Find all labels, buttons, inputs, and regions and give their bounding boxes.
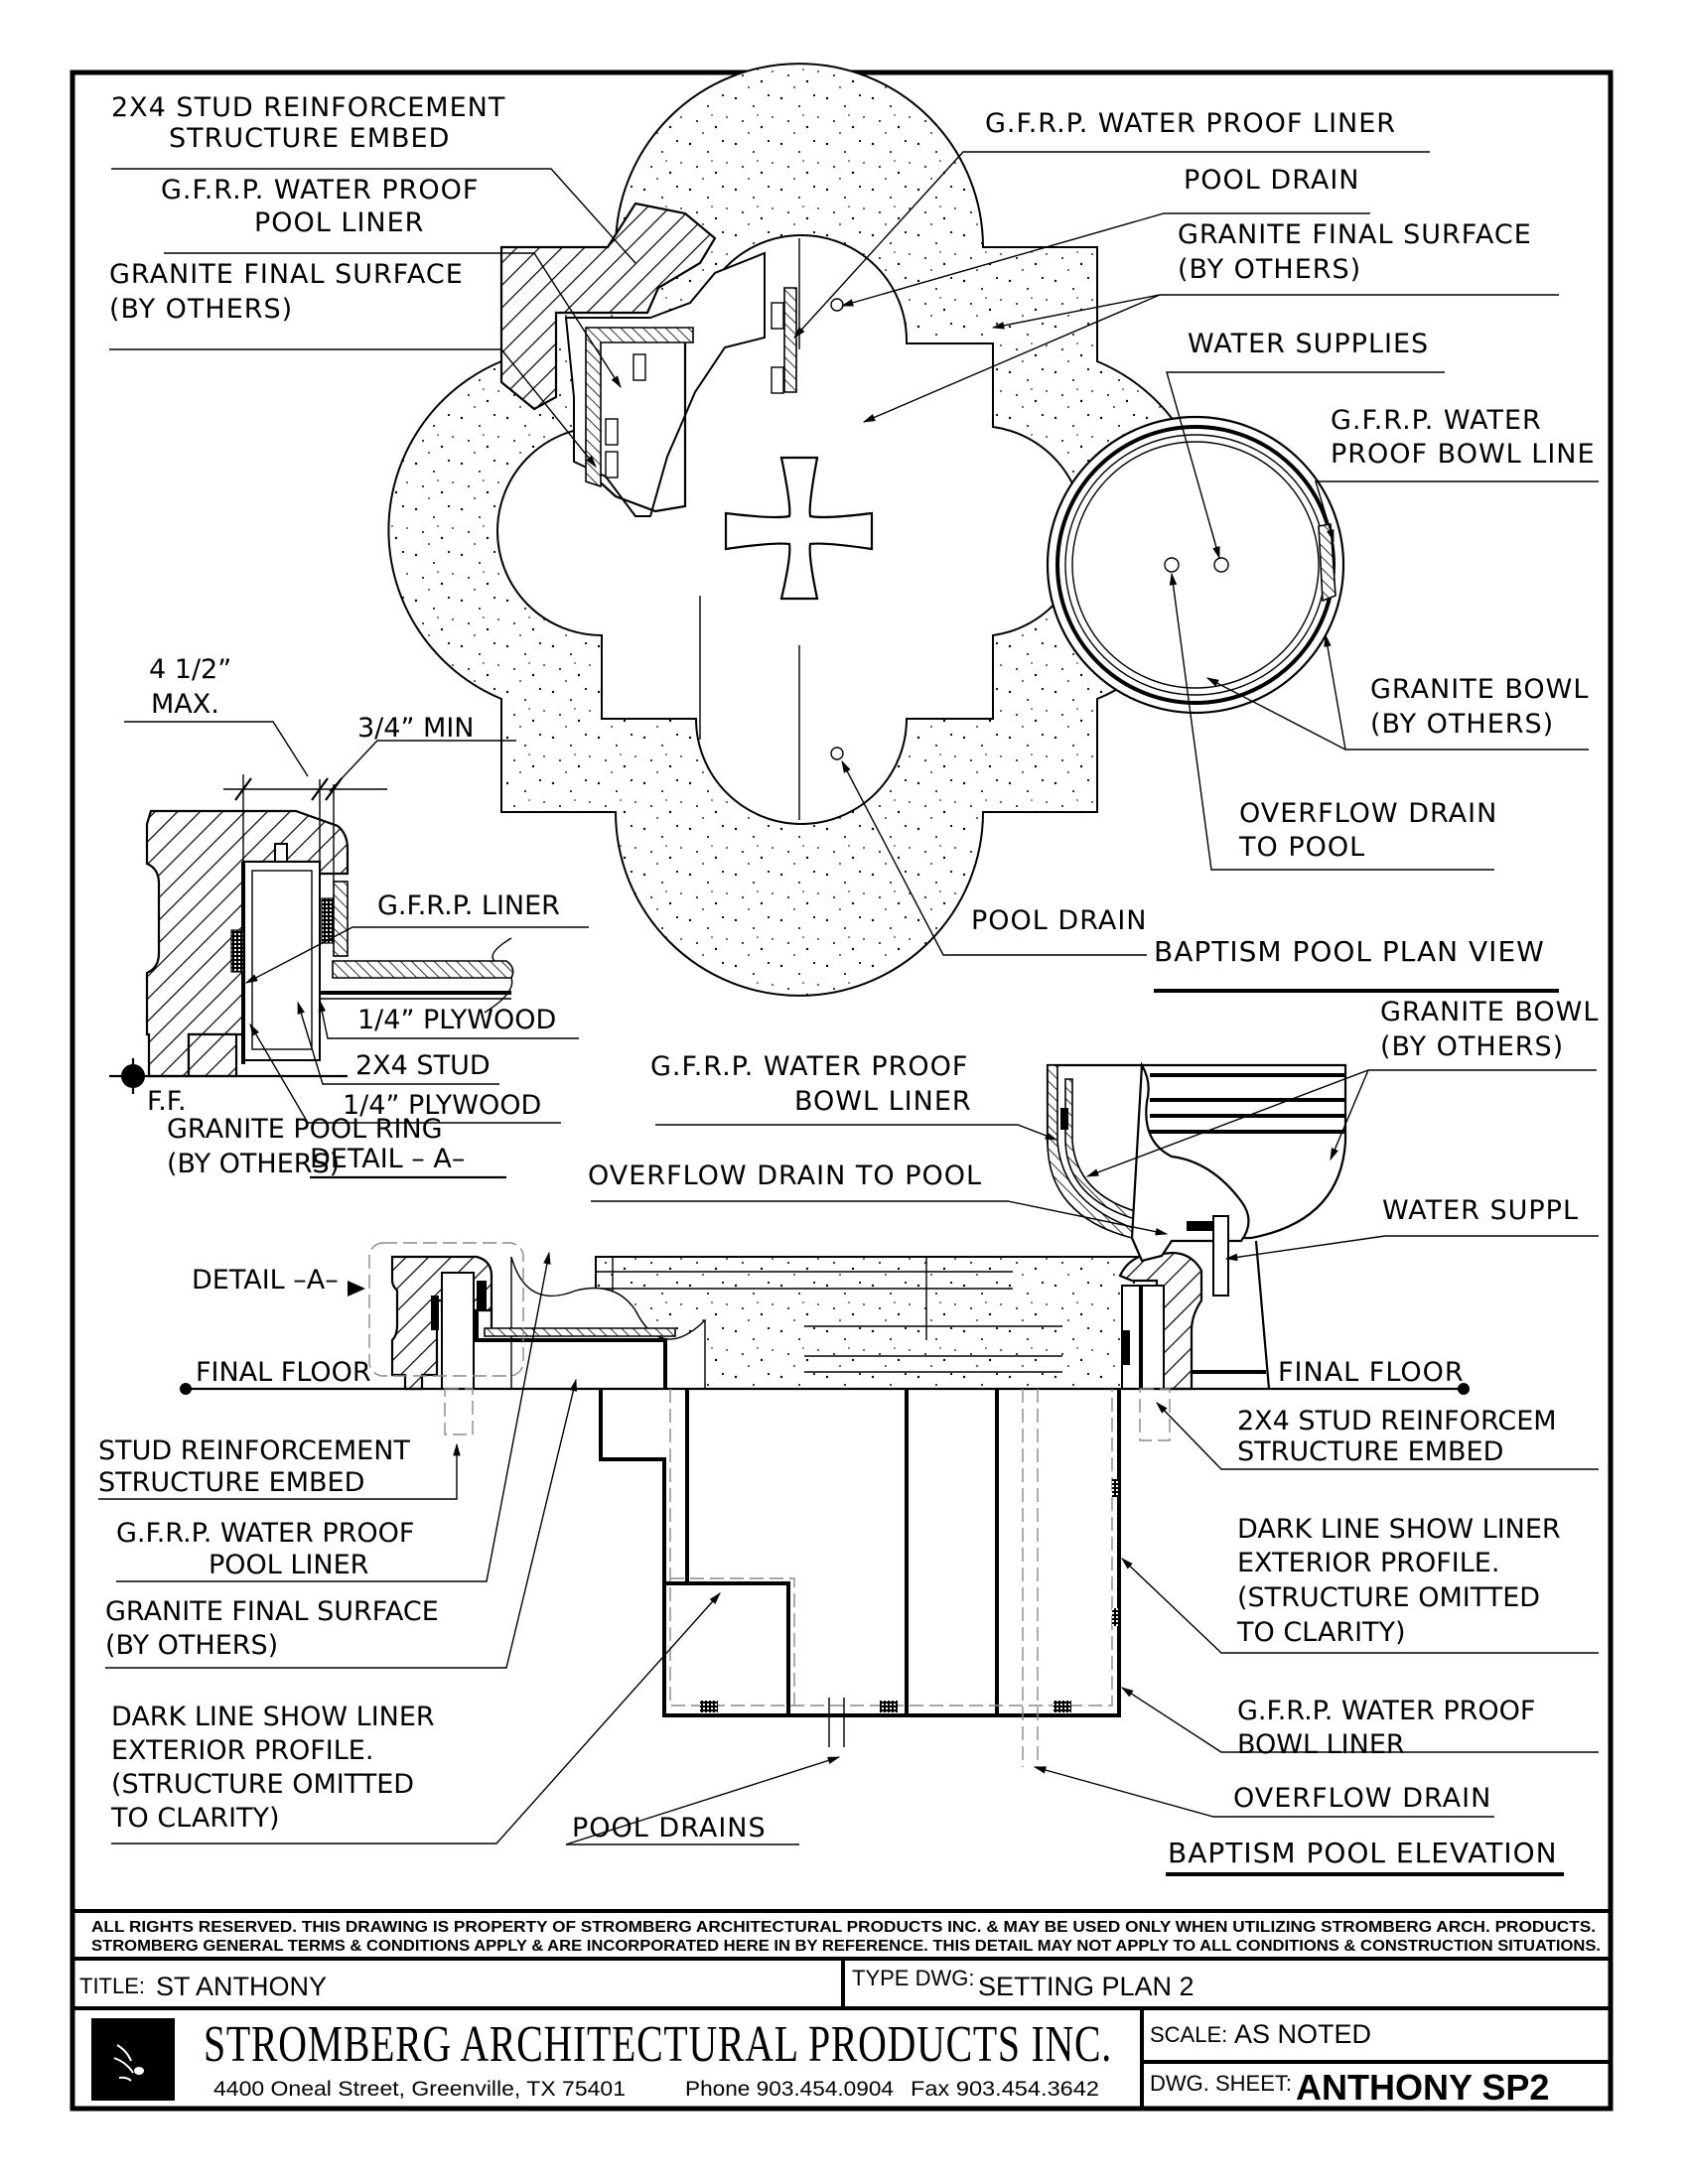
label-pool-liner-2: POOL LINER: [254, 207, 424, 238]
label-granite-left-elev-2: (BY OTHERS): [105, 1630, 278, 1661]
granite-bowl-elevation: [1046, 1061, 1347, 1297]
overflow-drain-icon: [1164, 557, 1180, 573]
label-bowl-liner-2: PROOF BOWL LINE: [1331, 439, 1596, 470]
label-bowl-liner-right-2: BOWL LINER: [1237, 1729, 1405, 1760]
label-granite-ring-1: GRANITE POOL RING: [167, 1114, 443, 1145]
label-pool-liner-left-2: POOL LINER: [209, 1550, 368, 1580]
pool-basin: [444, 1388, 1171, 1767]
label-stud-embed-left-2: STRUCTURE EMBED: [98, 1467, 364, 1498]
label-granite-left-elev-1: GRANITE FINAL SURFACE: [105, 1596, 439, 1627]
scale-label: SCALE:: [1150, 2022, 1227, 2047]
label-pool-drains: POOL DRAINS: [572, 1813, 767, 1843]
label-stud-embed-2: STRUCTURE EMBED: [169, 123, 450, 154]
plan-section-cutaway: [499, 202, 797, 517]
label-bowl-liner-1: G.F.R.P. WATER: [1331, 405, 1542, 436]
cross-icon: [724, 456, 874, 601]
label-final-floor-right: FINAL FLOOR: [1278, 1357, 1465, 1388]
label-granite-right-1: GRANITE FINAL SURFACE: [1178, 219, 1532, 250]
pool-drain-bottom-icon: [830, 747, 844, 760]
label-elev-bowl-liner-1: G.F.R.P. WATER PROOF: [650, 1051, 968, 1082]
label-dark-line-left-3: (STRUCTURE OMITTED: [111, 1769, 414, 1800]
label-plywood-2: 1/4” PLYWOOD: [343, 1090, 541, 1121]
label-bowl-liner-right-1: G.F.R.P. WATER PROOF: [1237, 1696, 1535, 1726]
title-label: TITLE:: [79, 1974, 145, 1998]
type-dwg-value: SETTING PLAN 2: [978, 1972, 1195, 2001]
water-supply-icon: [1213, 557, 1229, 573]
label-max-dim-1: 4 1/2”: [149, 654, 231, 685]
title-value: ST ANTHONY: [156, 1972, 327, 2001]
label-overflow-to-pool: OVERFLOW DRAIN TO POOL: [588, 1160, 982, 1191]
label-granite-right-2: (BY OTHERS): [1178, 254, 1361, 285]
company-phone: Phone 903.454.0904: [685, 2078, 894, 2101]
detail-a-arrow-icon: [348, 1281, 365, 1297]
detail-a-title: DETAIL – A–: [310, 1144, 465, 1174]
label-plywood-1: 1/4” PLYWOOD: [357, 1005, 556, 1035]
label-granite-bowl-1: GRANITE BOWL: [1370, 674, 1589, 705]
label-water-supply: WATER SUPPL: [1382, 1195, 1579, 1226]
label-dark-line-left-1: DARK LINE SHOW LINER: [111, 1702, 435, 1732]
label-ff: F.F.: [147, 1086, 187, 1117]
label-dark-line-left-2: EXTERIOR PROFILE.: [111, 1735, 373, 1766]
label-gfrp-liner: G.F.R.P. LINER: [377, 890, 560, 921]
label-overflow-drain-elev: OVERFLOW DRAIN: [1233, 1783, 1491, 1814]
label-elev-granite-bowl-2: (BY OTHERS): [1380, 1031, 1564, 1062]
label-water-supplies: WATER SUPPLIES: [1188, 329, 1429, 359]
dwg-sheet-label: DWG. SHEET:: [1150, 2071, 1292, 2096]
plan-view: 2X4 STUD REINFORCEMENT STRUCTURE EMBED G…: [109, 63, 1599, 997]
label-dark-line-right-2: EXTERIOR PROFILE.: [1237, 1548, 1499, 1578]
disclaimer-line-1: ALL RIGHTS RESERVED. THIS DRAWING IS PRO…: [91, 1919, 1596, 1936]
label-pool-liner-left-1: G.F.R.P. WATER PROOF: [116, 1518, 414, 1549]
stromberg-logo-icon: [91, 2018, 175, 2101]
final-floor-right-datum-icon: [1458, 1383, 1470, 1395]
label-pool-drain-top: POOL DRAIN: [1184, 165, 1360, 196]
label-stud: 2X4 STUD: [355, 1050, 491, 1081]
label-dark-line-left-4: TO CLARITY): [110, 1803, 280, 1834]
label-max-dim-2: MAX.: [151, 689, 219, 720]
label-overflow-2: TO POOL: [1238, 832, 1365, 863]
company-fax: Fax 903.454.3642: [911, 2078, 1099, 2101]
company-address: 4400 Oneal Street, Greenville, TX 75401: [213, 2078, 626, 2101]
elevation-title: BAPTISM POOL ELEVATION: [1168, 1837, 1558, 1869]
label-granite-ring-2: (BY OTHERS): [167, 1149, 340, 1179]
label-overflow-1: OVERFLOW DRAIN: [1239, 798, 1497, 829]
label-granite-left-2: (BY OTHERS): [109, 294, 293, 325]
label-stud-embed-right-1: 2X4 STUD REINFORCEM: [1237, 1406, 1557, 1436]
elevation-leaders: [98, 1069, 1599, 1845]
granite-bowl-plan: [1046, 415, 1345, 715]
label-elev-bowl-liner-2: BOWL LINER: [794, 1086, 972, 1117]
label-stud-embed-1: 2X4 STUD REINFORCEMENT: [111, 92, 505, 123]
water-supply-pipe: [1212, 1215, 1229, 1297]
label-min-dim: 3/4” MIN: [357, 713, 474, 744]
plan-view-title: BAPTISM POOL PLAN VIEW: [1154, 935, 1545, 968]
label-elev-granite-bowl-1: GRANITE BOWL: [1380, 997, 1599, 1027]
type-dwg-label: TYPE DWG:: [852, 1966, 974, 1990]
company-name: STROMBERG ARCHITECTURAL PRODUCTS INC.: [204, 2016, 1112, 2073]
label-liner-top: G.F.R.P. WATER PROOF LINER: [985, 108, 1396, 139]
label-granite-bowl-2: (BY OTHERS): [1370, 709, 1554, 740]
label-granite-left-1: GRANITE FINAL SURFACE: [109, 259, 464, 290]
detail-a: 4 1/2” MAX. 3/4” MIN G.F.R.P. LINER 1/4”…: [109, 654, 589, 1179]
label-dark-line-right-4: TO CLARITY): [1236, 1617, 1406, 1648]
label-stud-embed-left-1: STUD REINFORCEMENT: [98, 1435, 410, 1466]
label-dark-line-right-1: DARK LINE SHOW LINER: [1237, 1514, 1561, 1545]
scale-value: AS NOTED: [1234, 2019, 1371, 2049]
final-floor-left-datum-icon: [180, 1383, 192, 1395]
detail-a-callout: [368, 1242, 524, 1377]
elevation-view: G.F.R.P. WATER PROOF BOWL LINER OVERFLOW…: [98, 997, 1599, 1876]
plan-leaders: [109, 151, 1599, 956]
disclaimer-line-2: STROMBERG GENERAL TERMS & CONDITIONS APP…: [91, 1938, 1601, 1955]
dwg-sheet-value: ANTHONY SP2: [1296, 2067, 1549, 2108]
title-block: ALL RIGHTS RESERVED. THIS DRAWING IS PRO…: [72, 1909, 1611, 2109]
label-detail-ref: DETAIL –A–: [192, 1265, 339, 1296]
label-pool-liner-1: G.F.R.P. WATER PROOF: [161, 175, 479, 205]
label-pool-drain-bottom: POOL DRAIN: [971, 905, 1148, 936]
label-dark-line-right-3: (STRUCTURE OMITTED: [1237, 1582, 1540, 1613]
label-final-floor-left: FINAL FLOOR: [196, 1357, 371, 1388]
label-stud-embed-right-2: STRUCTURE EMBED: [1237, 1436, 1503, 1467]
